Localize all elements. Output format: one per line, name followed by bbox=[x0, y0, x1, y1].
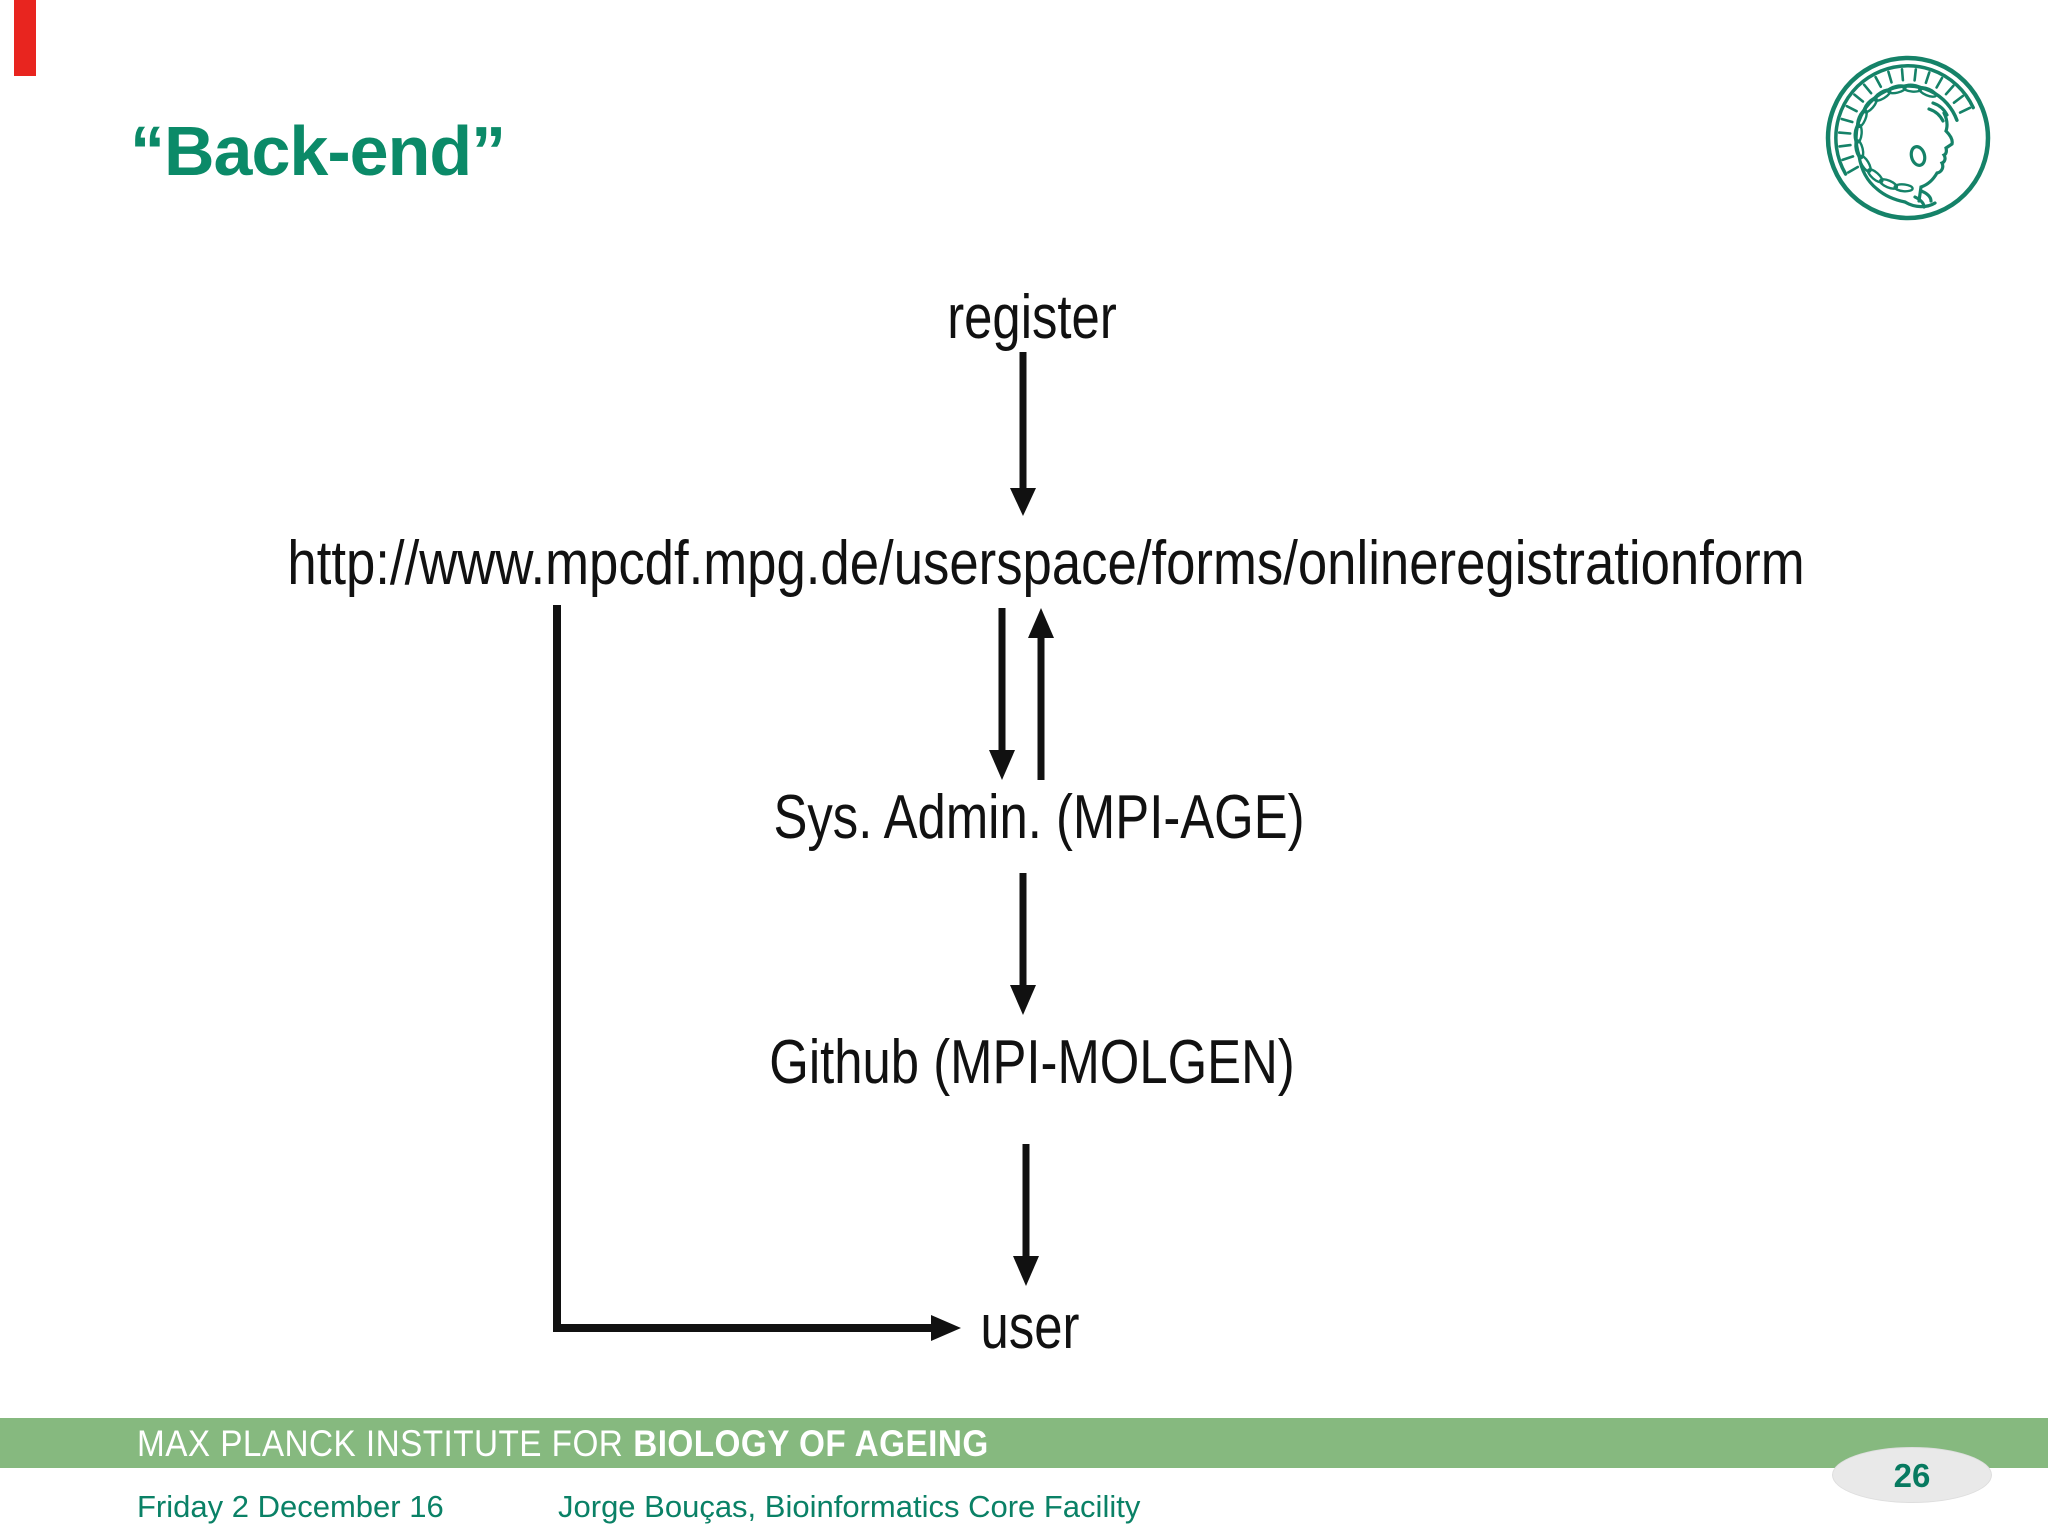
diagram-node-url: http://www.mpcdf.mpg.de/userspace/forms/… bbox=[287, 529, 1805, 598]
page-number-badge: 26 bbox=[1832, 1447, 1992, 1503]
minerva-face-profile bbox=[1857, 101, 1954, 209]
institute-name-prefix: MAX PLANCK INSTITUTE FOR bbox=[137, 1422, 624, 1464]
arrow-register-to-url bbox=[1010, 352, 1036, 516]
institute-name-bold: BIOLOGY OF AGEING bbox=[633, 1422, 989, 1464]
date-label: Friday 2 December 16 bbox=[137, 1489, 444, 1524]
arrow-sysadmin-to-url bbox=[1028, 608, 1054, 780]
arrow-url-to-sysadmin bbox=[989, 608, 1015, 780]
arrow-sysadmin-to-github bbox=[1010, 873, 1036, 1015]
diagram-node-register: register bbox=[947, 283, 1117, 352]
connector-url-to-user bbox=[553, 605, 961, 1341]
diagram-node-sys-admin: Sys. Admin. (MPI-AGE) bbox=[773, 783, 1305, 852]
credit-label: Jorge Bouças, Bioinformatics Core Facili… bbox=[558, 1489, 1141, 1524]
page-title: “Back-end” bbox=[130, 112, 506, 190]
institute-name: MAX PLANCK INSTITUTE FOR BIOLOGY OF AGEI… bbox=[137, 1418, 989, 1468]
diagram-node-user: user bbox=[980, 1293, 1080, 1362]
page-number: 26 bbox=[1893, 1456, 1931, 1494]
footer-band bbox=[0, 1418, 2048, 1468]
arrow-github-to-user bbox=[1013, 1144, 1039, 1286]
red-marker-bar bbox=[14, 0, 36, 76]
diagram-node-github: Github (MPI-MOLGEN) bbox=[769, 1028, 1295, 1097]
helmet-crest-ticks bbox=[1837, 68, 1972, 174]
mpi-minerva-logo-icon bbox=[1825, 55, 1991, 221]
